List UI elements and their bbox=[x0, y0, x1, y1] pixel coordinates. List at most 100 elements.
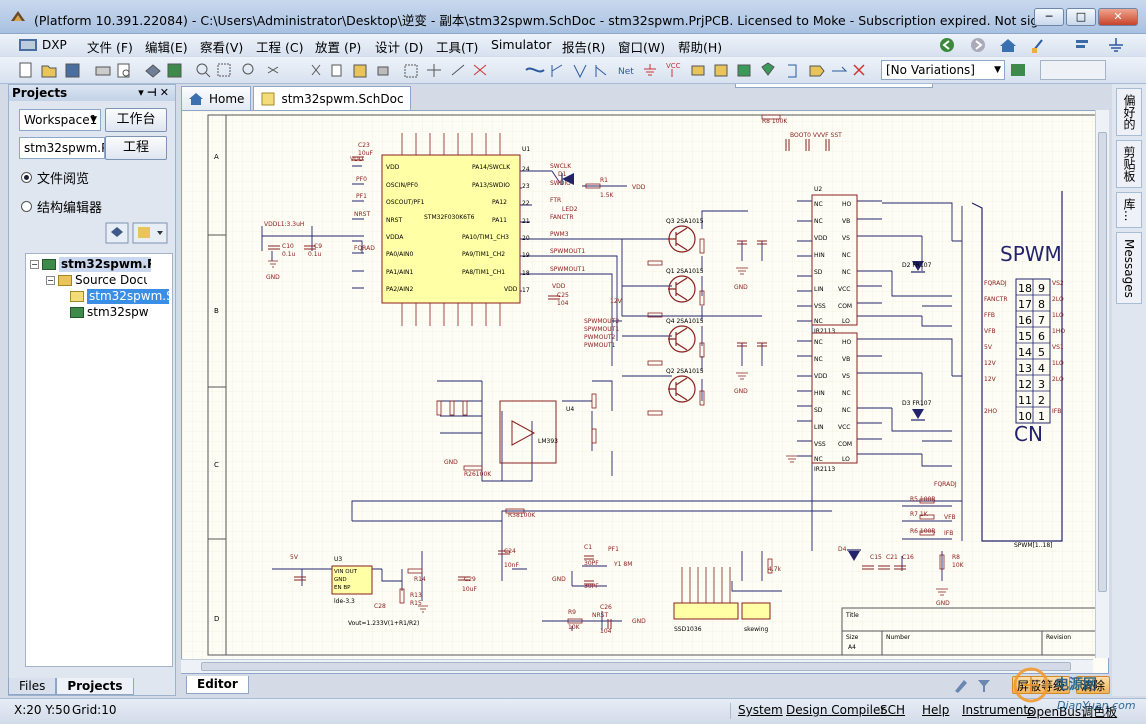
copy-icon[interactable] bbox=[331, 64, 342, 77]
menu-place[interactable]: 放置 (P) bbox=[315, 40, 362, 55]
tab-clipboard[interactable]: 剪贴板 bbox=[1116, 140, 1142, 188]
print-icon[interactable] bbox=[95, 66, 111, 76]
diode-d3[interactable] bbox=[911, 409, 925, 421]
panel-close-icon[interactable]: ✕ bbox=[159, 86, 172, 99]
comparator-lm393[interactable]: U4 LM393 bbox=[499, 400, 574, 464]
voltage-regulator[interactable]: U3 VIN OUT GND EN BP lde-3.3 Vout=1.233V… bbox=[331, 556, 419, 627]
nav-home-icon[interactable] bbox=[1000, 39, 1016, 52]
tree-source-folder[interactable]: − Source Documents bbox=[46, 273, 147, 288]
bus-entry-icon[interactable] bbox=[551, 64, 563, 77]
tree-project[interactable]: − stm32spwm.PrjPCB bbox=[30, 257, 151, 272]
pencil-icon[interactable] bbox=[955, 680, 967, 693]
clear-selection-icon[interactable] bbox=[473, 64, 487, 76]
new-document-icon[interactable] bbox=[19, 62, 32, 78]
menu-file[interactable]: 文件 (F) bbox=[87, 40, 133, 55]
diode-d4[interactable] bbox=[847, 549, 861, 561]
transistor-q1[interactable] bbox=[668, 275, 696, 303]
tab-home[interactable]: Home bbox=[181, 86, 252, 110]
status-instruments-button[interactable]: Instruments bbox=[962, 703, 1035, 717]
paste-icon[interactable] bbox=[353, 64, 367, 78]
editor-tab[interactable]: Editor bbox=[186, 676, 249, 694]
sheet-entry-icon[interactable] bbox=[737, 64, 751, 77]
tab-files[interactable]: Files bbox=[8, 678, 57, 695]
minimize-button[interactable]: ─ bbox=[1034, 8, 1064, 26]
save-icon[interactable] bbox=[65, 63, 80, 78]
zoom-selected-icon[interactable] bbox=[242, 63, 254, 75]
vertical-scrollbar[interactable] bbox=[1095, 110, 1109, 658]
move-selection-icon[interactable] bbox=[451, 64, 465, 76]
clear-button[interactable]: 清除 bbox=[1076, 676, 1111, 694]
project-combo[interactable]: stm32spwm.PrjP bbox=[19, 137, 105, 159]
status-system-button[interactable]: System bbox=[738, 703, 783, 717]
radio-file-view[interactable]: 文件阅览 bbox=[21, 168, 89, 187]
port-icon[interactable] bbox=[809, 65, 825, 77]
mcu-stm32[interactable]: U1 STM32F030K6T6 VDD OSCIN/PF0 OSCOUT/PF… bbox=[350, 133, 585, 326]
signal-harness-icon[interactable] bbox=[573, 64, 587, 79]
menu-project[interactable]: 工程 (C) bbox=[256, 40, 304, 55]
menu-help[interactable]: 帮助(H) bbox=[678, 40, 723, 55]
transistor-q4[interactable] bbox=[668, 325, 696, 353]
menu-window[interactable]: 窗口(W) bbox=[618, 40, 666, 55]
transistor-q3[interactable] bbox=[668, 225, 696, 253]
tab-projects[interactable]: Projects bbox=[56, 678, 134, 695]
horizontal-scroll-thumb[interactable] bbox=[201, 662, 1071, 671]
vertical-scroll-thumb[interactable] bbox=[1098, 132, 1107, 592]
menu-reports[interactable]: 报告(R) bbox=[562, 40, 606, 55]
menu-design[interactable]: 设计 (D) bbox=[375, 40, 424, 55]
filter-icon[interactable] bbox=[978, 680, 990, 692]
harness-entry-icon[interactable] bbox=[595, 65, 607, 77]
status-help-button[interactable]: Help bbox=[922, 703, 950, 717]
dxp-menu[interactable]: DXP bbox=[14, 35, 71, 55]
driver-ir2113-upper[interactable]: U2 IR2113 NC NC VDD HIN SD LIN VSS NC HO… bbox=[811, 186, 858, 335]
mask-level-button[interactable]: 屏蔽等级 bbox=[1012, 676, 1071, 694]
cut-icon[interactable] bbox=[311, 64, 321, 76]
menu-simulator[interactable]: Simulator bbox=[491, 37, 552, 52]
status-openbus-button[interactable]: OpenBus调色板 bbox=[1027, 705, 1118, 719]
open-folder-icon[interactable] bbox=[41, 65, 57, 78]
vcc-port-icon[interactable]: VCC bbox=[666, 62, 681, 77]
transistor-q2[interactable] bbox=[668, 375, 696, 403]
no-erc-icon[interactable] bbox=[832, 66, 848, 72]
align-tool-icon[interactable] bbox=[1076, 40, 1088, 48]
move-icon[interactable] bbox=[427, 64, 441, 77]
collapse-icon[interactable]: − bbox=[46, 276, 55, 285]
panel-menu-icon[interactable]: ▾ bbox=[138, 86, 147, 99]
nav-forward-icon[interactable] bbox=[971, 38, 985, 52]
filter-combo[interactable] bbox=[1040, 60, 1106, 80]
harness-connector-icon[interactable] bbox=[788, 64, 797, 78]
zoom-area-icon[interactable] bbox=[217, 63, 231, 77]
close-button[interactable]: ✕ bbox=[1098, 8, 1138, 26]
pcb-layout-icon[interactable] bbox=[167, 63, 182, 78]
zoom-fit-icon[interactable] bbox=[196, 63, 211, 78]
menu-tools[interactable]: 工具(T) bbox=[436, 40, 479, 55]
schematic-drawing[interactable]: A B C D bbox=[182, 111, 1097, 659]
status-sch-button[interactable]: SCH bbox=[880, 703, 906, 717]
tab-favorites[interactable]: 偏好的 bbox=[1116, 88, 1142, 136]
nav-back-icon[interactable] bbox=[940, 38, 954, 52]
gnd-port-icon[interactable] bbox=[644, 64, 656, 76]
menu-edit[interactable]: 编辑(E) bbox=[145, 40, 188, 55]
variant-manager-icon[interactable] bbox=[1010, 63, 1026, 77]
diode-d2[interactable] bbox=[911, 261, 925, 273]
no-erc-cross-icon[interactable] bbox=[853, 64, 865, 76]
project-button[interactable]: 工程 bbox=[105, 136, 167, 160]
status-design-compiler-button[interactable]: Design Compiler bbox=[786, 703, 886, 717]
browse-components-icon[interactable] bbox=[145, 64, 161, 78]
document-menu-icon[interactable] bbox=[132, 222, 168, 244]
bus-tool-icon[interactable] bbox=[525, 67, 545, 73]
variations-combo[interactable]: [No Variations]▼ bbox=[881, 60, 1005, 80]
wire-tool-icon[interactable] bbox=[1032, 39, 1043, 53]
display-connector[interactable]: SSD1036 skewing bbox=[673, 567, 771, 633]
print-preview-icon[interactable] bbox=[117, 63, 130, 78]
rubber-stamp-icon[interactable] bbox=[377, 66, 389, 76]
tab-messages[interactable]: Messages bbox=[1116, 232, 1142, 304]
workspace-combo[interactable]: Workspace1▼ bbox=[19, 109, 101, 131]
radio-structure-editor[interactable]: 结构编辑器 bbox=[21, 197, 102, 216]
workspace-button[interactable]: 工作台 bbox=[105, 108, 167, 132]
maximize-button[interactable]: □ bbox=[1066, 8, 1096, 26]
sheet-symbol-icon[interactable] bbox=[714, 64, 728, 77]
select-area-icon[interactable] bbox=[404, 64, 418, 78]
tree-pcb-doc[interactable]: stm32spwm.PcbDoc bbox=[70, 305, 149, 320]
menu-view[interactable]: 察看(V) bbox=[200, 40, 244, 55]
cross-probe-icon[interactable] bbox=[267, 66, 279, 74]
